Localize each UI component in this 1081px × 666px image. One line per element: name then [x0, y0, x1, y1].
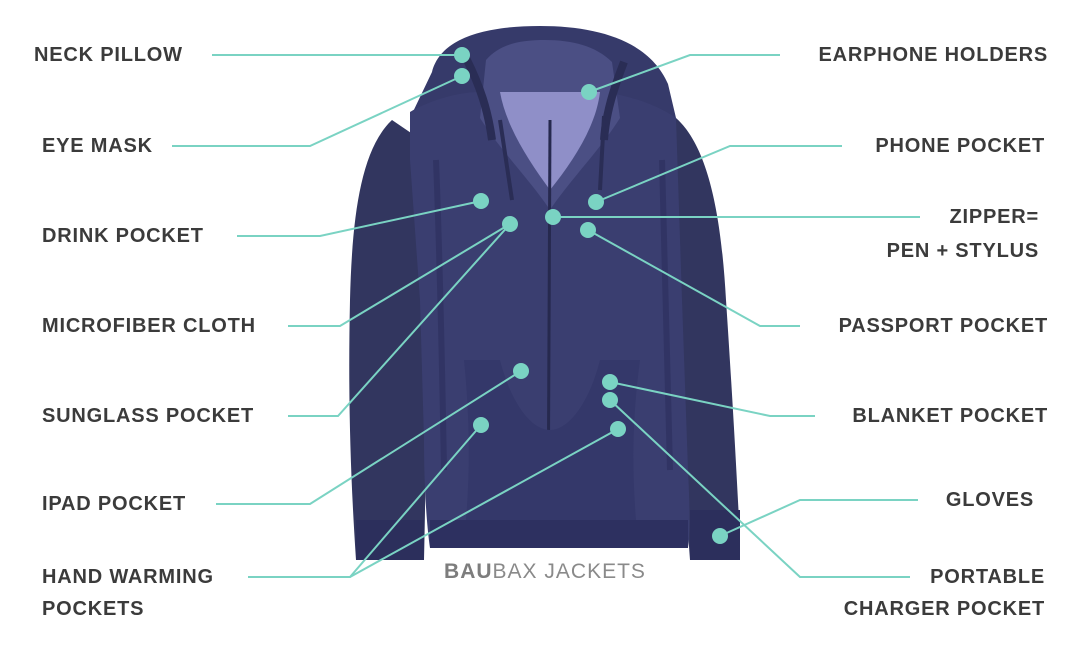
label-sunglass-pocket: SUNGLASS POCKET: [42, 405, 255, 427]
callout-line-earphone-holders: [588, 54, 780, 93]
dot-phone-pocket: [588, 194, 604, 210]
dot-earphone-holders: [581, 84, 597, 100]
label-earphone-holders: EARPHONE HOLDERS: [818, 44, 1048, 66]
callout-line-passport-pocket: [587, 229, 800, 327]
label-hand-warming-line1: HAND WARMING: [42, 566, 214, 588]
label-portable-charger-line2: CHARGER POCKET: [843, 598, 1045, 620]
label-microfiber-cloth: MICROFIBER CLOTH: [42, 315, 256, 337]
callout-line-phone-pocket: [595, 145, 842, 203]
label-zipper-line1: ZIPPER=: [949, 206, 1039, 228]
callout-lines: [172, 54, 920, 578]
callout-line-drink-pocket: [237, 200, 482, 237]
dot-zipper: [545, 209, 561, 225]
dot-blanket-pocket: [602, 374, 618, 390]
brand-rest: BAX JACKETS: [492, 560, 646, 583]
jacket-left-sleeve: [349, 120, 436, 560]
dot-eye-mask: [454, 68, 470, 84]
callout-line-portable-charger: [609, 399, 910, 578]
callout-line-blanket-pocket: [609, 381, 815, 417]
dot-hand-warming-left: [473, 417, 489, 433]
callout-line-sunglass-pocket: [288, 223, 511, 417]
dot-drink-pocket: [473, 193, 489, 209]
jacket-kangaroo-pocket: [464, 360, 640, 520]
callout-line-ipad-pocket: [216, 370, 522, 505]
dot-hand-warming-right: [610, 421, 626, 437]
label-neck-pillow: NECK PILLOW: [34, 44, 183, 66]
dot-microfiber-sunglass: [502, 216, 518, 232]
dot-gloves: [712, 528, 728, 544]
callout-dots: [454, 47, 728, 544]
label-eye-mask: EYE MASK: [42, 135, 153, 157]
callout-line-eye-mask: [172, 75, 463, 147]
jacket-shading: [433, 159, 673, 471]
label-passport-pocket: PASSPORT POCKET: [838, 315, 1048, 337]
callout-line-hand-warming-2: [349, 428, 619, 578]
jacket-illustration: [349, 26, 740, 560]
dot-portable-charger: [602, 392, 618, 408]
callout-line-gloves: [719, 499, 918, 537]
jacket-left-cuff: [356, 520, 424, 560]
brand-bold: BAU: [444, 560, 493, 583]
dot-ipad-pocket: [513, 363, 529, 379]
label-gloves: GLOVES: [945, 489, 1034, 511]
jacket-drawstrings: [498, 115, 606, 201]
label-ipad-pocket: IPAD POCKET: [42, 493, 186, 515]
label-drink-pocket: DRINK POCKET: [42, 225, 204, 247]
brand-wordmark: BAUBAX JACKETS: [300, 560, 790, 584]
label-blanket-pocket: BLANKET POCKET: [852, 405, 1048, 427]
dot-passport-pocket: [580, 222, 596, 238]
jacket-waistband: [430, 520, 688, 548]
callout-line-microfiber-cloth: [288, 223, 511, 327]
label-zipper-line2: PEN + STYLUS: [886, 240, 1039, 262]
label-portable-charger-line1: PORTABLE: [930, 566, 1045, 588]
jacket-right-sleeve: [662, 118, 740, 560]
label-hand-warming-line2: POCKETS: [42, 598, 145, 620]
label-phone-pocket: PHONE POCKET: [875, 135, 1045, 157]
dot-neck-pillow: [454, 47, 470, 63]
